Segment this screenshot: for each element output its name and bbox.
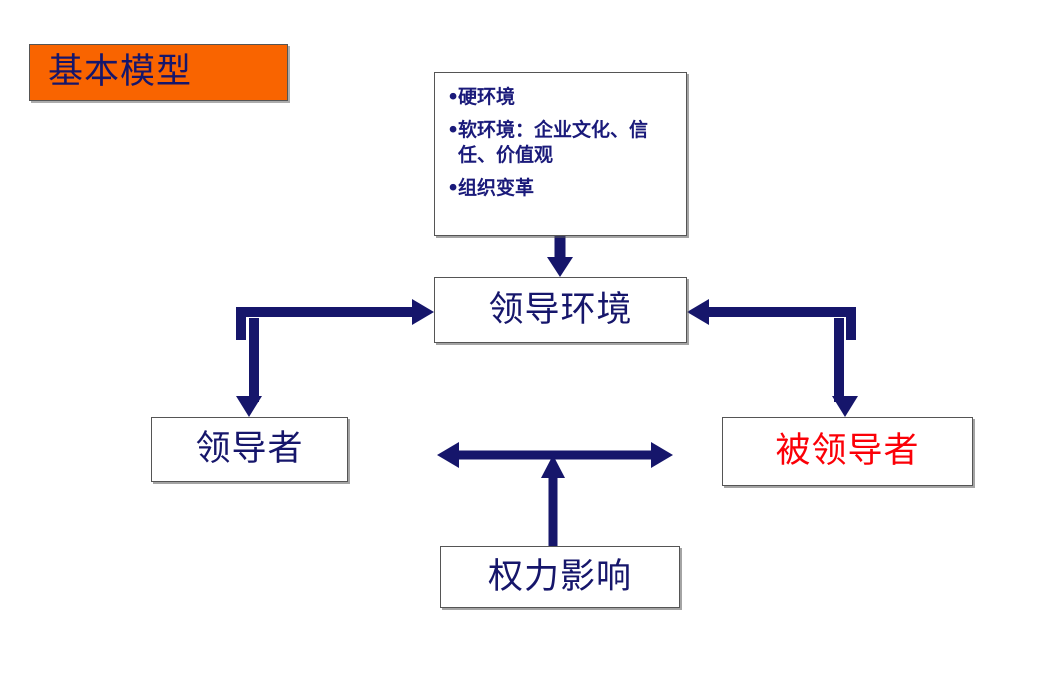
environment-factors-box: • 硬环境 • 软环境：企业文化、信任、价值观 • 组织变革 — [434, 72, 687, 236]
connector-environment-to-follower — [832, 318, 858, 417]
slide-title-banner: 基本模型 — [29, 44, 288, 101]
node-label: 领导者 — [195, 429, 304, 469]
node-leader: 领导者 — [151, 417, 348, 482]
node-label: 权力影响 — [487, 556, 632, 597]
connector-follower-to-environment — [687, 299, 856, 340]
bullet-point-icon: • — [447, 176, 460, 199]
node-power-influence: 权力影响 — [440, 546, 680, 608]
list-item-label: 硬环境 — [458, 86, 516, 108]
list-item: • 硬环境 — [447, 85, 676, 109]
list-item: • 软环境：企业文化、信任、价值观 — [447, 118, 676, 167]
slide-title-text: 基本模型 — [48, 52, 193, 92]
list-item-label: 组织变革 — [458, 176, 535, 199]
connector-power-to-relationship — [541, 455, 565, 546]
node-label: 被领导者 — [775, 431, 920, 471]
connector-environment-to-leader — [236, 318, 262, 417]
bullet-point-icon: • — [447, 119, 460, 142]
list-item: • 组织变革 — [447, 176, 676, 200]
bullet-point-icon: • — [447, 86, 460, 108]
connector-leader-follower-bidirectional — [437, 442, 673, 468]
node-leadership-environment: 领导环境 — [434, 277, 687, 343]
connector-leader-to-environment — [236, 299, 434, 340]
node-follower: 被领导者 — [722, 417, 973, 486]
node-label: 领导环境 — [488, 289, 633, 330]
connector-factors-to-environment — [547, 236, 573, 277]
list-item-label: 软环境：企业文化、信任、价值观 — [458, 119, 649, 166]
